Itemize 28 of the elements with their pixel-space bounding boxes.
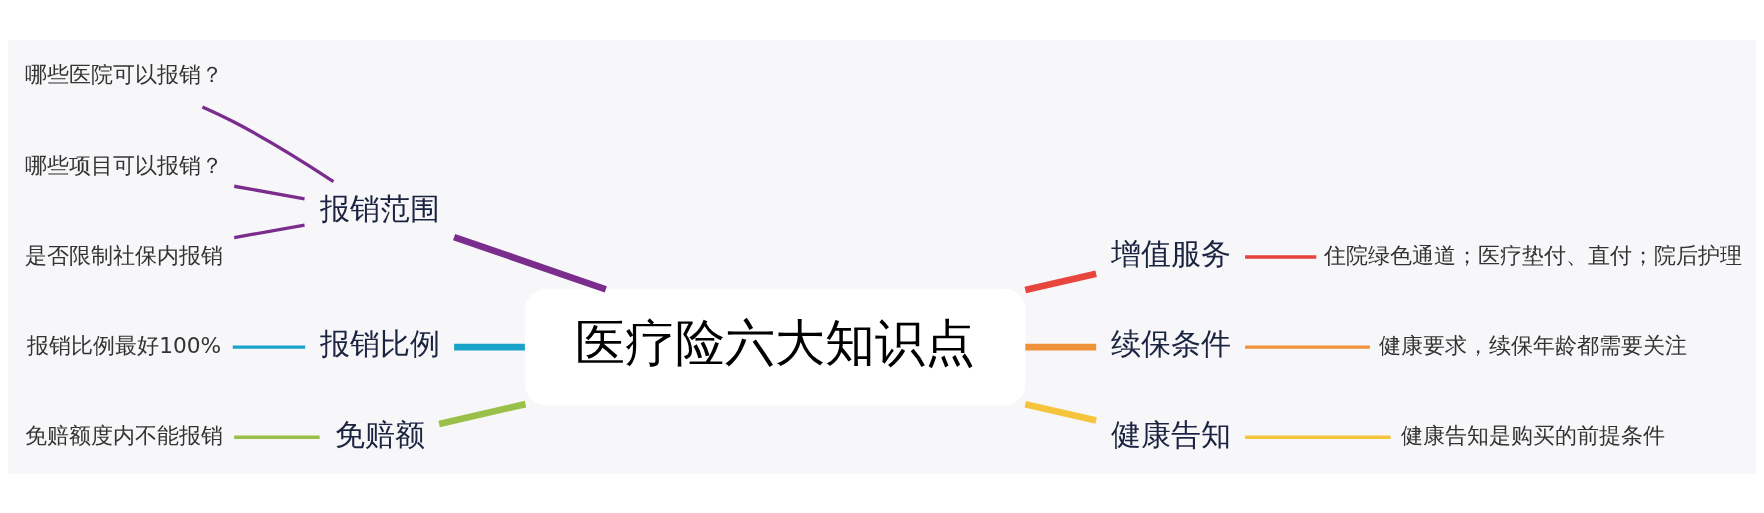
node-text: 健康告知 <box>1110 417 1231 451</box>
connector <box>1025 343 1097 350</box>
node-text: 住院绿色通道；医疗垫付、直付；院后护理 <box>1324 242 1742 268</box>
node-text: 报销比例最好100% <box>27 332 222 358</box>
node-text: 是否限制社保内报销 <box>25 242 224 268</box>
connector <box>1024 270 1097 293</box>
node-text: 免赔额 <box>334 417 425 451</box>
node-text: 报销比例 <box>319 326 440 360</box>
connector <box>233 222 305 239</box>
connector <box>234 435 320 439</box>
node-box: 医疗险六大知识点 <box>524 288 1026 406</box>
node-text: 健康要求，续保年龄都需要关注 <box>1379 332 1687 358</box>
node-text: 续保条件 <box>1110 326 1231 360</box>
connector <box>201 104 335 183</box>
connector <box>1245 344 1370 349</box>
node-text: 报销范围 <box>319 191 440 225</box>
node-text: 增值服务 <box>1110 236 1231 270</box>
connector <box>1245 254 1317 259</box>
node-text: 免赔额度内不能报销 <box>25 422 224 448</box>
node-text: 哪些项目可以报销？ <box>25 152 224 178</box>
connector <box>232 344 306 349</box>
connector <box>438 400 527 427</box>
connector <box>1024 400 1097 424</box>
connector <box>233 184 305 200</box>
connector <box>453 233 607 292</box>
node-text: 健康告知是购买的前提条件 <box>1401 422 1665 448</box>
connector <box>1245 435 1391 439</box>
node-text: 哪些医院可以报销？ <box>25 61 224 87</box>
